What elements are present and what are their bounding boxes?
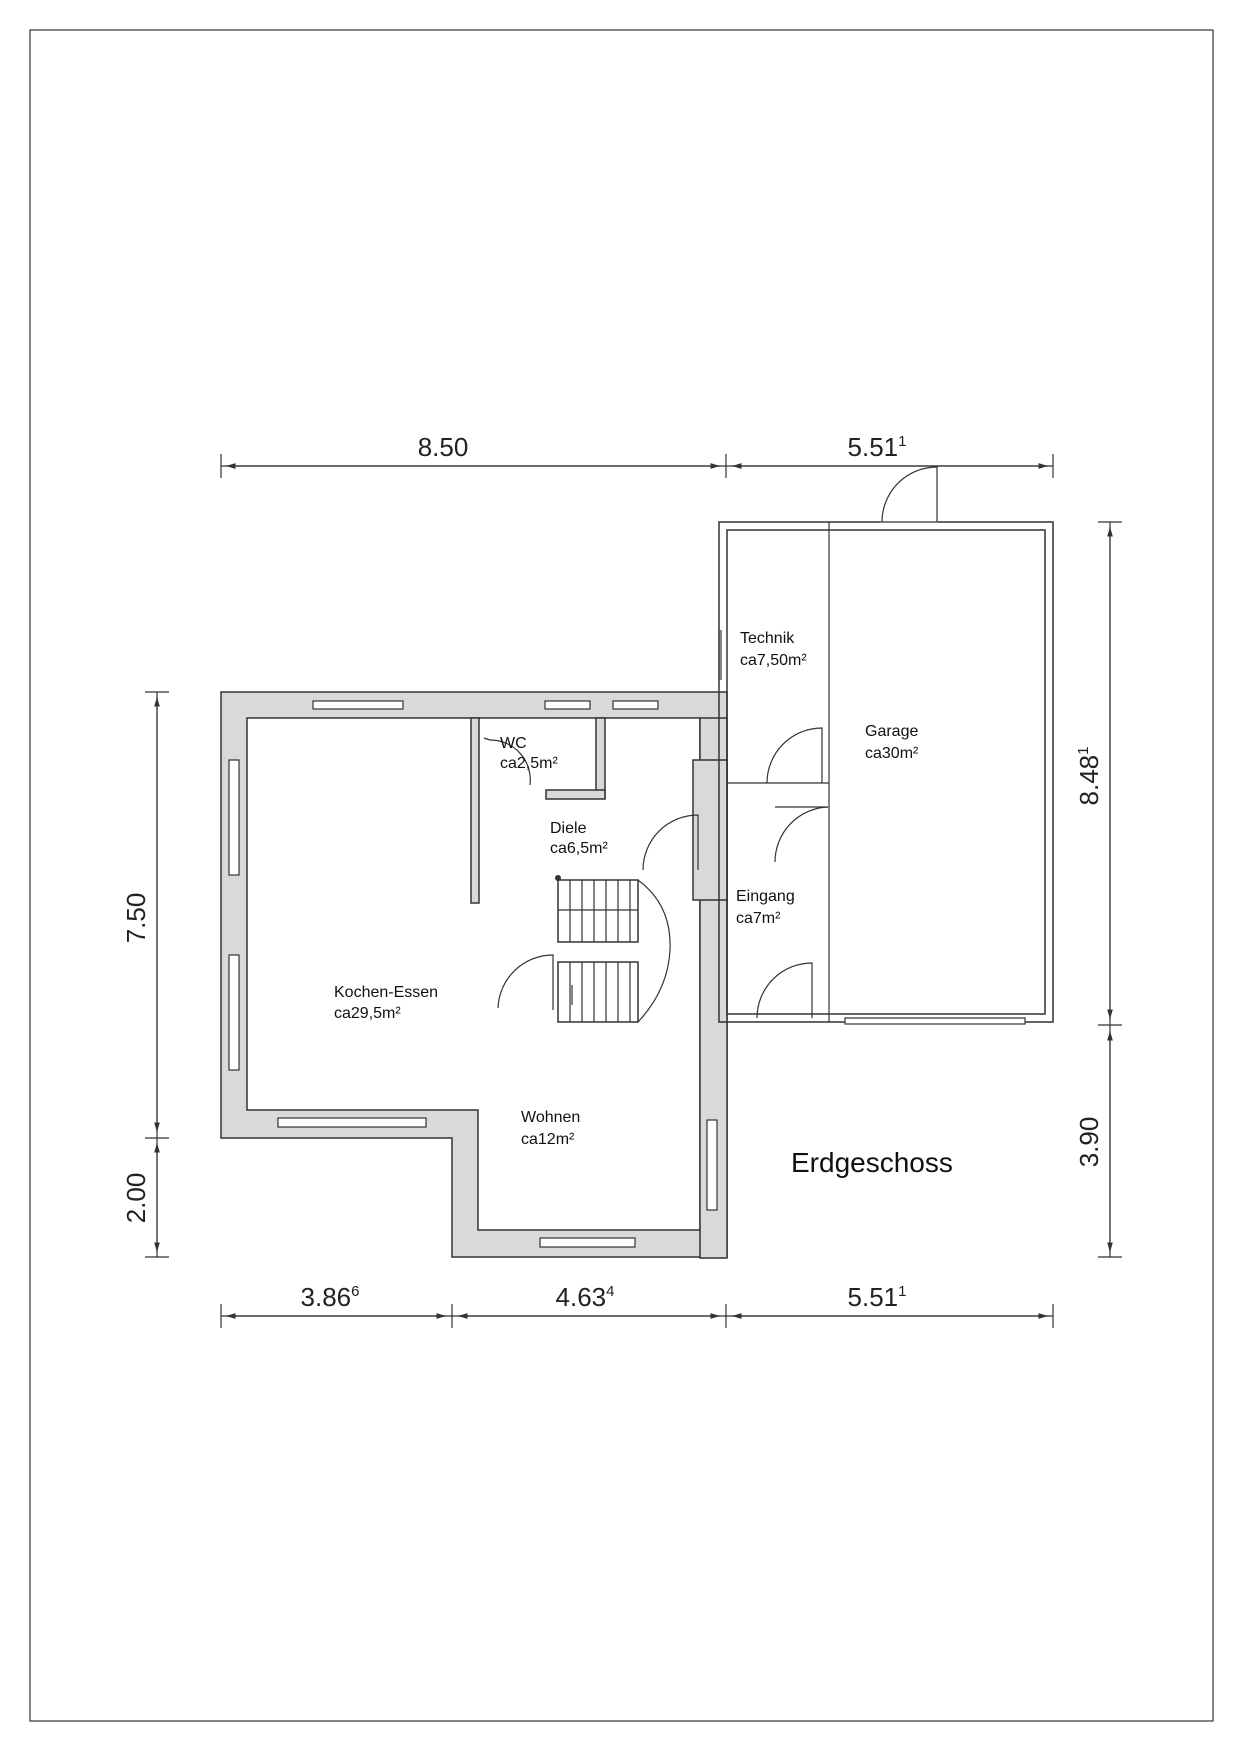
floor-title: Erdgeschoss bbox=[791, 1147, 953, 1178]
room-name: Technik bbox=[740, 630, 795, 647]
room-name: Kochen-Essen bbox=[334, 984, 438, 1001]
room-area: ca29,5m² bbox=[334, 1005, 401, 1022]
house-windows bbox=[228, 700, 718, 1248]
room-area: ca7m² bbox=[736, 910, 781, 927]
page-frame bbox=[29, 29, 1214, 1722]
dim-left-upper: 7.50 bbox=[121, 893, 151, 944]
room-name: Eingang bbox=[736, 888, 795, 905]
dim-right-lower: 3.90 bbox=[1074, 1117, 1104, 1168]
house-walls bbox=[220, 691, 728, 1259]
garage-walls bbox=[718, 517, 1054, 1025]
dimension-lines bbox=[145, 454, 1122, 1328]
room-wc: WC ca2,5m² bbox=[500, 735, 558, 772]
dim-bottom-3: 5.511 bbox=[848, 1282, 907, 1312]
room-area: ca7,50m² bbox=[740, 652, 807, 669]
house-doors bbox=[483, 737, 699, 1010]
dim-bottom-1: 3.866 bbox=[301, 1282, 360, 1312]
room-eingang: Eingang ca7m² bbox=[736, 888, 795, 927]
room-area: ca6,5m² bbox=[550, 840, 608, 857]
room-garage: Garage ca30m² bbox=[865, 723, 919, 762]
room-area: ca30m² bbox=[865, 745, 919, 762]
room-name: Wohnen bbox=[521, 1109, 580, 1126]
garage-doors bbox=[718, 466, 938, 1019]
room-area: ca2,5m² bbox=[500, 755, 558, 772]
room-name: Diele bbox=[550, 820, 587, 837]
staircase bbox=[555, 875, 671, 1023]
dim-bottom-2: 4.634 bbox=[556, 1282, 615, 1312]
dim-top-right: 5.511 bbox=[848, 432, 907, 462]
room-wohnen: Wohnen ca12m² bbox=[521, 1109, 580, 1148]
room-kochen-essen: Kochen-Essen ca29,5m² bbox=[334, 984, 438, 1022]
room-technik: Technik ca7,50m² bbox=[740, 630, 807, 669]
dim-top-left: 8.50 bbox=[418, 432, 469, 462]
room-diele: Diele ca6,5m² bbox=[550, 820, 608, 857]
dim-left-lower: 2.00 bbox=[121, 1173, 151, 1224]
room-area: ca12m² bbox=[521, 1131, 575, 1148]
room-name: Garage bbox=[865, 723, 918, 740]
dim-right-upper: 8.481 bbox=[1074, 747, 1104, 806]
room-name: WC bbox=[500, 735, 527, 752]
